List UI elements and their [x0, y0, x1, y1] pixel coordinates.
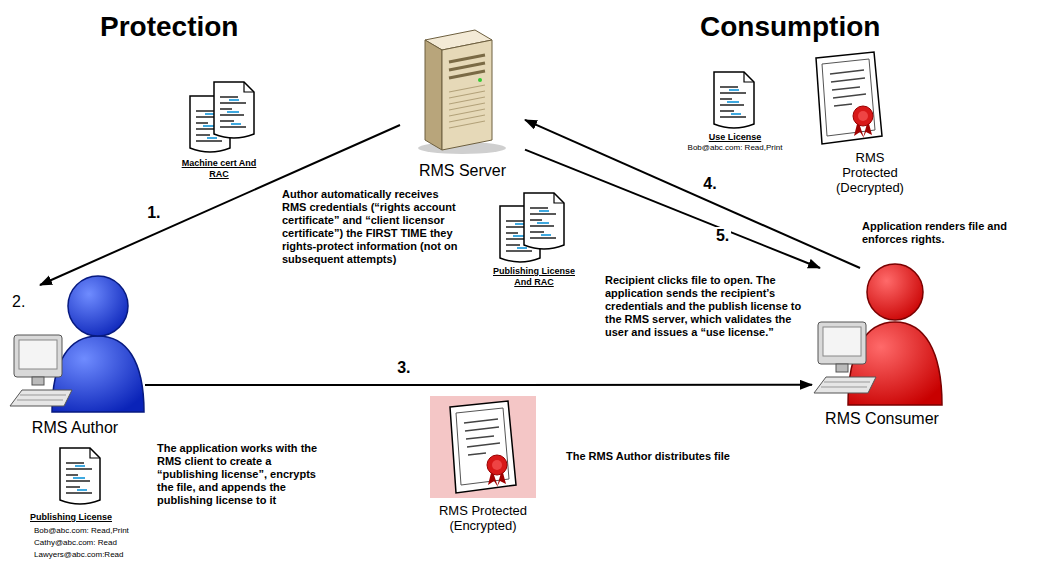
node-label: RMS Author	[32, 419, 118, 437]
consumer-figure	[814, 264, 942, 405]
section-title: Protection	[100, 10, 320, 43]
note-text: Recipient clicks file to open. The appli…	[605, 274, 805, 339]
note-text: Author automatically receives RMS creden…	[282, 188, 464, 266]
use-license-document	[714, 72, 754, 128]
step-number: 5.	[714, 227, 731, 245]
document-caption: Publishing License And RAC	[492, 266, 576, 288]
note-text: The RMS Author distributes file	[566, 450, 776, 463]
document-caption: Machine cert And RAC	[180, 158, 258, 180]
server-node: RMS Server	[400, 28, 525, 180]
document-caption: RMS Protected (Encrypted)	[430, 503, 536, 533]
consumer-node: RMS Consumer	[812, 268, 952, 428]
author-figure	[10, 276, 144, 412]
license-rights: Bob@abc.com: Read,Print	[670, 143, 800, 152]
node-label: RMS Consumer	[825, 410, 939, 428]
note-text: Application renders file and enforces ri…	[862, 220, 1030, 246]
server-icon	[418, 30, 506, 154]
publishing-license-document	[60, 448, 100, 504]
license-rights: Cathy@abc.com: Read	[34, 538, 164, 547]
note-text: The application works with the RMS clien…	[157, 442, 335, 507]
document-caption: RMS Protected (Decrypted)	[828, 150, 912, 195]
flow-arrow	[525, 150, 820, 268]
decrypted-certificate	[816, 52, 882, 144]
document-caption: Publishing License	[30, 512, 140, 523]
flow-arrow	[525, 120, 860, 268]
publishing-license-rac-documents	[500, 193, 564, 262]
flow-arrow	[145, 384, 812, 386]
license-rights: Lawyers@abc.com:Read	[34, 550, 164, 559]
step-number: 4.	[701, 175, 718, 193]
author-node: RMS Author	[5, 285, 145, 437]
node-label: RMS Server	[419, 162, 506, 180]
step-number: 3.	[395, 359, 412, 377]
callout-number: 2.	[12, 292, 42, 311]
section-title: Consumption	[700, 10, 940, 43]
license-rights: Bob@abc.com: Read,Print	[34, 526, 164, 535]
machine-cert-documents	[190, 82, 254, 152]
encrypted-certificate	[430, 396, 536, 498]
step-number: 1.	[145, 204, 162, 222]
document-caption: Use License	[700, 132, 770, 143]
